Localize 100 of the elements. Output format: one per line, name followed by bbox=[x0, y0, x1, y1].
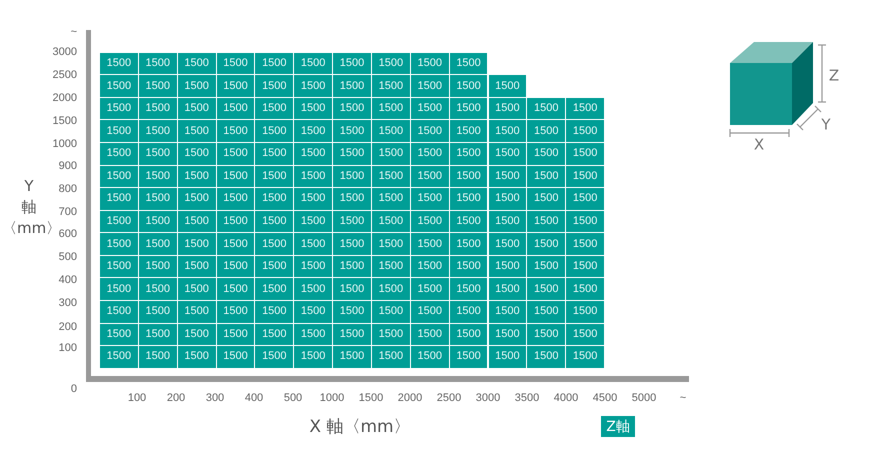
value-cell: 1500 bbox=[410, 98, 449, 120]
value-cell: 1500 bbox=[178, 210, 216, 232]
value-cell: 1500 bbox=[100, 210, 138, 232]
value-cell: 1500 bbox=[294, 346, 332, 368]
value-cell: 1500 bbox=[333, 52, 371, 74]
value-cell: 1500 bbox=[372, 52, 410, 74]
value-cell: 1500 bbox=[566, 210, 604, 232]
value-cell: 1500 bbox=[333, 210, 371, 232]
value-cell: 1500 bbox=[294, 98, 332, 120]
value-cell: 1500 bbox=[410, 142, 449, 165]
value-cell: 1500 bbox=[216, 324, 254, 346]
value-cell: 1500 bbox=[255, 210, 294, 232]
value-cell: 1500 bbox=[100, 300, 138, 323]
value-cell: 1500 bbox=[178, 324, 216, 346]
value-cell: 1500 bbox=[527, 142, 566, 165]
value-cell: 1500 bbox=[294, 278, 332, 300]
value-cell: 1500 bbox=[100, 98, 138, 120]
value-cell: 1500 bbox=[488, 256, 526, 278]
value-cell: 1500 bbox=[372, 210, 410, 232]
value-cell: 1500 bbox=[333, 256, 371, 278]
value-cell: 1500 bbox=[138, 188, 177, 210]
value-cell: 1500 bbox=[372, 75, 410, 97]
axis-tick-label: 2500 bbox=[436, 392, 462, 404]
value-cell: 1500 bbox=[450, 166, 488, 188]
value-cell: 1500 bbox=[372, 278, 410, 300]
value-cell: 1500 bbox=[216, 346, 254, 368]
value-cell: 1500 bbox=[410, 210, 449, 232]
value-cell: 1500 bbox=[178, 233, 216, 255]
axis-tick-label: 700 bbox=[58, 206, 77, 218]
value-cell: 1500 bbox=[372, 233, 410, 255]
value-cell: 1500 bbox=[566, 278, 604, 300]
value-cell: 1500 bbox=[100, 188, 138, 210]
axis-title: Y 軸〈mm〉 bbox=[2, 176, 56, 237]
value-cell: 1500 bbox=[372, 98, 410, 120]
value-cell: 1500 bbox=[410, 300, 449, 323]
axis-tick-label: 0 bbox=[70, 384, 77, 395]
value-cell: 1500 bbox=[178, 188, 216, 210]
value-cell: 1500 bbox=[178, 75, 216, 97]
value-cell: 1500 bbox=[450, 98, 488, 120]
value-cell: 1500 bbox=[216, 188, 254, 210]
dimension-label: Z bbox=[828, 68, 840, 83]
value-cell: 1500 bbox=[372, 300, 410, 323]
value-cell: 1500 bbox=[216, 142, 254, 165]
value-cell: 1500 bbox=[566, 120, 604, 142]
value-cell: 1500 bbox=[138, 75, 177, 97]
value-cell: 1500 bbox=[333, 346, 371, 368]
value-cell: 1500 bbox=[294, 210, 332, 232]
value-cell: 1500 bbox=[216, 210, 254, 232]
axis-tick-label: 200 bbox=[58, 322, 77, 333]
dimension-label: X bbox=[754, 138, 764, 152]
value-cell: 1500 bbox=[100, 142, 138, 165]
value-cell: 1500 bbox=[333, 324, 371, 346]
value-cell: 1500 bbox=[294, 75, 332, 97]
value-cell: 1500 bbox=[372, 324, 410, 346]
value-cell: 1500 bbox=[100, 233, 138, 255]
value-cell: 1500 bbox=[333, 300, 371, 323]
value-cell: 1500 bbox=[566, 300, 604, 323]
value-cell: 1500 bbox=[138, 120, 177, 142]
value-cell: 1500 bbox=[216, 75, 254, 97]
axis-tick-label: 300 bbox=[58, 298, 77, 309]
value-cell: 1500 bbox=[527, 346, 566, 368]
value-cell: 1500 bbox=[138, 210, 177, 232]
value-cell: 1500 bbox=[527, 233, 566, 255]
value-cell: 1500 bbox=[450, 188, 488, 210]
value-cell: 1500 bbox=[372, 346, 410, 368]
value-cell: 1500 bbox=[255, 52, 294, 74]
value-cell: 1500 bbox=[255, 98, 294, 120]
value-cell: 1500 bbox=[488, 210, 526, 232]
value-cell: 1500 bbox=[566, 142, 604, 165]
axis-tick-label: ~ bbox=[70, 27, 77, 38]
value-cell: 1500 bbox=[566, 324, 604, 346]
value-cell: 1500 bbox=[488, 300, 526, 323]
value-cell: 1500 bbox=[255, 166, 294, 188]
value-cell: 1500 bbox=[488, 233, 526, 255]
value-cell: 1500 bbox=[100, 324, 138, 346]
value-cell: 1500 bbox=[410, 324, 449, 346]
value-cell: 1500 bbox=[138, 52, 177, 74]
value-cell: 1500 bbox=[333, 75, 371, 97]
value-cell: 1500 bbox=[255, 278, 294, 300]
value-cell: 1500 bbox=[333, 188, 371, 210]
value-cell: 1500 bbox=[216, 120, 254, 142]
value-cell: 1500 bbox=[488, 346, 526, 368]
value-cell: 1500 bbox=[450, 210, 488, 232]
value-cell: 1500 bbox=[138, 98, 177, 120]
value-cell: 1500 bbox=[138, 278, 177, 300]
value-cell: 1500 bbox=[450, 142, 488, 165]
value-cell: 1500 bbox=[216, 256, 254, 278]
axis-tick-label: 2000 bbox=[52, 93, 77, 104]
axis-tick-label: 800 bbox=[58, 184, 77, 195]
value-cell: 1500 bbox=[100, 52, 138, 74]
axis-tick-label: 400 bbox=[244, 392, 264, 404]
value-cell: 1500 bbox=[450, 300, 488, 323]
value-cell: 1500 bbox=[566, 233, 604, 255]
value-cell: 1500 bbox=[216, 300, 254, 323]
value-cell: 1500 bbox=[255, 120, 294, 142]
value-cell: 1500 bbox=[488, 166, 526, 188]
value-cell: 1500 bbox=[255, 324, 294, 346]
value-cell: 1500 bbox=[488, 142, 526, 165]
value-cell: 1500 bbox=[138, 166, 177, 188]
value-cell: 1500 bbox=[372, 120, 410, 142]
